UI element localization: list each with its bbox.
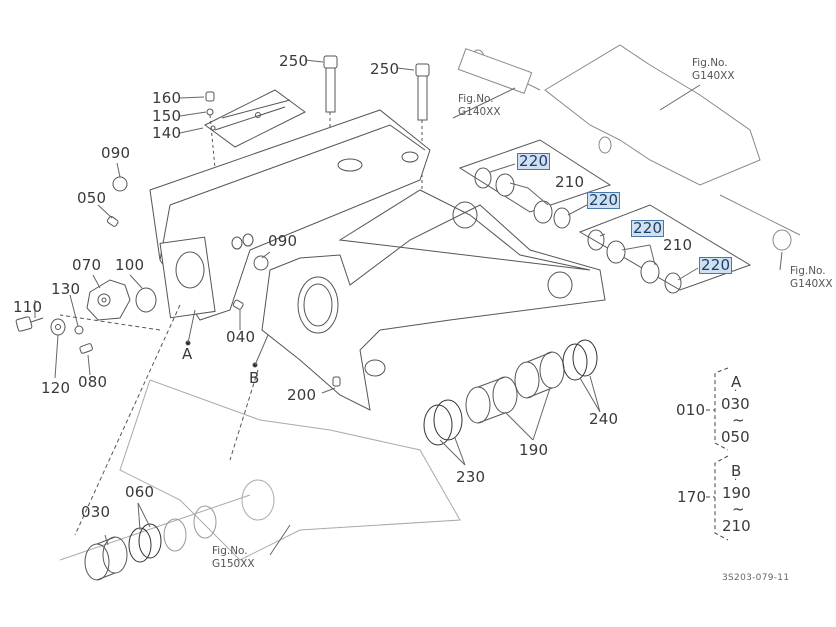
- seal-230: [424, 400, 462, 445]
- assembly-range-to[interactable]: 210: [722, 517, 751, 535]
- bolt-110: [16, 316, 43, 331]
- callout-220-highlighted[interactable]: 220: [631, 219, 665, 237]
- assembly-braces: [706, 368, 728, 540]
- figure-ref-g140-right[interactable]: Fig.No. G140XX: [790, 265, 833, 291]
- seal-240: [563, 340, 597, 380]
- callout-210[interactable]: 210: [555, 173, 585, 191]
- figure-ref-code: G140XX: [790, 278, 833, 290]
- callout-060[interactable]: 060: [125, 483, 155, 501]
- leader-lines: [35, 60, 782, 555]
- reference-lines: [60, 305, 258, 535]
- figure-ref-g140-top[interactable]: Fig.No. G140XX: [692, 57, 735, 83]
- bolt-250-right: [416, 64, 429, 190]
- dot-symbol: ·: [734, 386, 738, 397]
- frame-ref-g140: [458, 45, 800, 250]
- callout-050[interactable]: 050: [77, 189, 107, 207]
- callout-210[interactable]: 210: [663, 236, 693, 254]
- callout-140[interactable]: 140: [152, 124, 182, 142]
- callout-090[interactable]: 090: [101, 144, 131, 162]
- assembly-range-from[interactable]: 030: [721, 395, 750, 413]
- callout-220-highlighted[interactable]: 220: [587, 191, 621, 209]
- callout-070[interactable]: 070: [72, 256, 102, 274]
- frame-ref-g150: [60, 380, 460, 560]
- leader-b: [255, 335, 268, 365]
- callout-240[interactable]: 240: [589, 410, 619, 428]
- washer-130: [75, 326, 83, 334]
- figure-ref-label: Fig.No.: [212, 545, 248, 557]
- figure-ref-code: G140XX: [692, 70, 735, 82]
- callout-230[interactable]: 230: [456, 468, 486, 486]
- frame-assembly-a: [150, 110, 430, 320]
- callout-220-highlighted[interactable]: 220: [699, 256, 733, 274]
- callout-100[interactable]: 100: [115, 256, 145, 274]
- leader-a: [188, 310, 195, 343]
- fitting-200: [333, 377, 340, 386]
- figure-ref-label: Fig.No.: [790, 265, 826, 277]
- callout-090[interactable]: 090: [268, 232, 298, 250]
- bushing-030: [85, 537, 127, 580]
- callout-190[interactable]: 190: [519, 441, 549, 459]
- collar-120: [51, 319, 65, 335]
- figure-ref-g140-left[interactable]: Fig.No. G140XX: [458, 93, 501, 119]
- callout-040[interactable]: 040: [226, 328, 256, 346]
- bearing-group-upper: [460, 140, 610, 228]
- oring-100: [136, 288, 156, 312]
- plate-140: [205, 90, 305, 147]
- bushing-190-b: [515, 352, 564, 398]
- bushing-190-a: [466, 377, 517, 423]
- callout-b[interactable]: B: [249, 369, 260, 387]
- assembly-part-010[interactable]: 010: [676, 401, 706, 419]
- dot-symbol: ·: [734, 475, 738, 486]
- fitting-040: [233, 299, 244, 310]
- callout-080[interactable]: 080: [78, 373, 108, 391]
- ball-090-a: [113, 177, 127, 191]
- callout-110[interactable]: 110: [13, 298, 43, 316]
- callout-030[interactable]: 030: [81, 503, 111, 521]
- callout-130[interactable]: 130: [51, 280, 81, 298]
- callout-150[interactable]: 150: [152, 107, 182, 125]
- figure-ref-code: G150XX: [212, 558, 255, 570]
- callout-250[interactable]: 250: [279, 52, 309, 70]
- figure-ref-g150[interactable]: Fig.No. G150XX: [212, 545, 255, 571]
- callout-250[interactable]: 250: [370, 60, 400, 78]
- figure-ref-label: Fig.No.: [692, 57, 728, 69]
- callout-120[interactable]: 120: [41, 379, 71, 397]
- bearing-group-lower: [580, 205, 750, 293]
- assembly-range-to[interactable]: 050: [721, 428, 750, 446]
- callout-200[interactable]: 200: [287, 386, 317, 404]
- sleeve: [164, 506, 216, 551]
- seal-060: [129, 524, 161, 562]
- plug-080: [79, 343, 93, 354]
- assembly-group-a: A: [731, 373, 742, 391]
- swing-arm-assembly-b: [262, 190, 605, 410]
- range-symbol: ~: [732, 411, 745, 429]
- callout-a[interactable]: A: [182, 345, 193, 363]
- ball-090-b: [254, 256, 268, 270]
- assembly-range-from[interactable]: 190: [722, 484, 751, 502]
- figure-ref-label: Fig.No.: [458, 93, 494, 105]
- cover-070: [87, 280, 130, 320]
- drawing-code: 3S203-079-11: [722, 573, 790, 583]
- callout-160[interactable]: 160: [152, 89, 182, 107]
- assembly-group-b: B: [731, 462, 742, 480]
- figure-ref-code: G140XX: [458, 106, 501, 118]
- assembly-part-170[interactable]: 170: [677, 488, 707, 506]
- bolt-160: [206, 92, 218, 200]
- fitting-050: [107, 216, 119, 227]
- range-symbol: ~: [732, 500, 745, 518]
- callout-220-highlighted[interactable]: 220: [517, 152, 551, 170]
